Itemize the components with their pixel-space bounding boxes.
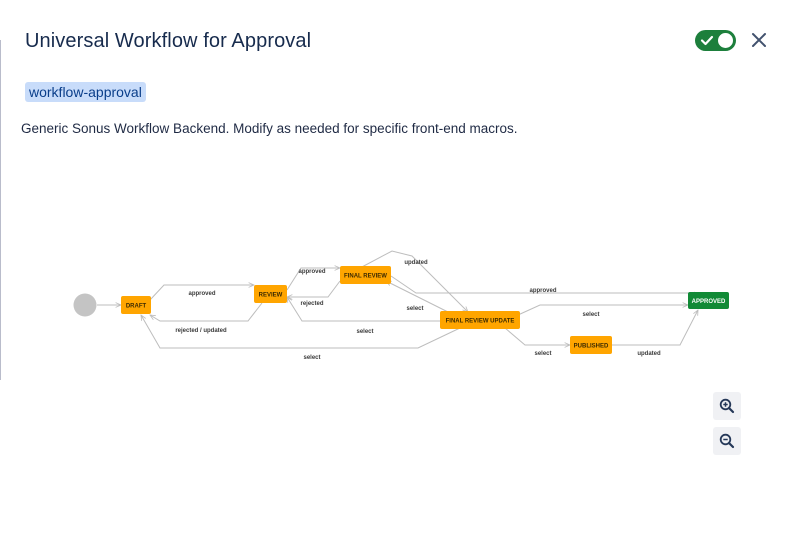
edge-label-fru-review: select bbox=[356, 329, 373, 335]
edge-final-loop bbox=[359, 250, 468, 312]
zoom-in-button[interactable] bbox=[713, 392, 741, 420]
left-border bbox=[0, 40, 1, 380]
state-published-label: PUBLISHED bbox=[574, 344, 609, 350]
edge-label-fru-final: select bbox=[406, 306, 423, 312]
edge-fru-review bbox=[287, 297, 441, 322]
state-final-review-label: FINAL REVIEW bbox=[344, 274, 387, 280]
check-icon bbox=[700, 35, 714, 46]
edge-review-final bbox=[286, 268, 340, 291]
state-approved[interactable] bbox=[688, 292, 729, 309]
start-node bbox=[73, 293, 97, 317]
edge-label-draft-review: approved bbox=[188, 291, 215, 297]
transition-edges bbox=[97, 250, 698, 349]
edge-fru-approved bbox=[517, 305, 688, 316]
close-button[interactable] bbox=[749, 30, 769, 50]
close-icon bbox=[752, 33, 766, 47]
zoom-in-icon bbox=[719, 398, 735, 414]
zoom-out-icon bbox=[719, 433, 735, 449]
edge-fru-published bbox=[504, 327, 570, 345]
state-approved-label: APPROVED bbox=[692, 299, 726, 305]
state-review[interactable] bbox=[254, 285, 287, 303]
modal-title: Universal Workflow for Approval bbox=[25, 30, 312, 52]
workflow-tag[interactable]: workflow-approval bbox=[25, 82, 146, 102]
edge-fru-draft bbox=[141, 315, 461, 349]
edge-label-final-review: rejected bbox=[300, 301, 323, 307]
state-draft-label: DRAFT bbox=[126, 304, 147, 310]
state-final-review-update-label: FINAL REVIEW UPDATE bbox=[446, 319, 515, 325]
edge-fru-final bbox=[386, 281, 449, 313]
workflow-description: Generic Sonus Workflow Backend. Modify a… bbox=[21, 121, 518, 136]
edge-label-fru-approved: select bbox=[582, 312, 599, 318]
edge-label-final-approved: approved bbox=[529, 288, 556, 294]
edge-label-fru-published: select bbox=[534, 351, 551, 357]
edge-label-review-draft: rejected / updated bbox=[175, 328, 227, 334]
edge-review-draft bbox=[150, 302, 263, 322]
state-review-label: REVIEW bbox=[259, 293, 283, 299]
workflow-toggle[interactable] bbox=[695, 30, 736, 51]
toggle-knob bbox=[718, 33, 733, 48]
state-final-review[interactable] bbox=[340, 266, 391, 284]
workflow-diagram: DRAFT REVIEW FINAL REVIEW FINAL REVIEW U… bbox=[73, 250, 729, 361]
edge-draft-review bbox=[149, 285, 254, 301]
edge-label-fru-draft: select bbox=[303, 355, 320, 361]
state-final-review-update[interactable] bbox=[440, 311, 520, 329]
edge-published-approved bbox=[612, 310, 698, 346]
edge-final-review bbox=[287, 280, 341, 297]
zoom-out-button[interactable] bbox=[713, 427, 741, 455]
state-draft[interactable] bbox=[121, 296, 151, 314]
edge-label-final-loop: updated bbox=[404, 260, 428, 266]
edge-label-review-final: approved bbox=[298, 269, 325, 275]
edge-label-published-approved: updated bbox=[637, 351, 661, 357]
state-published[interactable] bbox=[570, 336, 612, 354]
